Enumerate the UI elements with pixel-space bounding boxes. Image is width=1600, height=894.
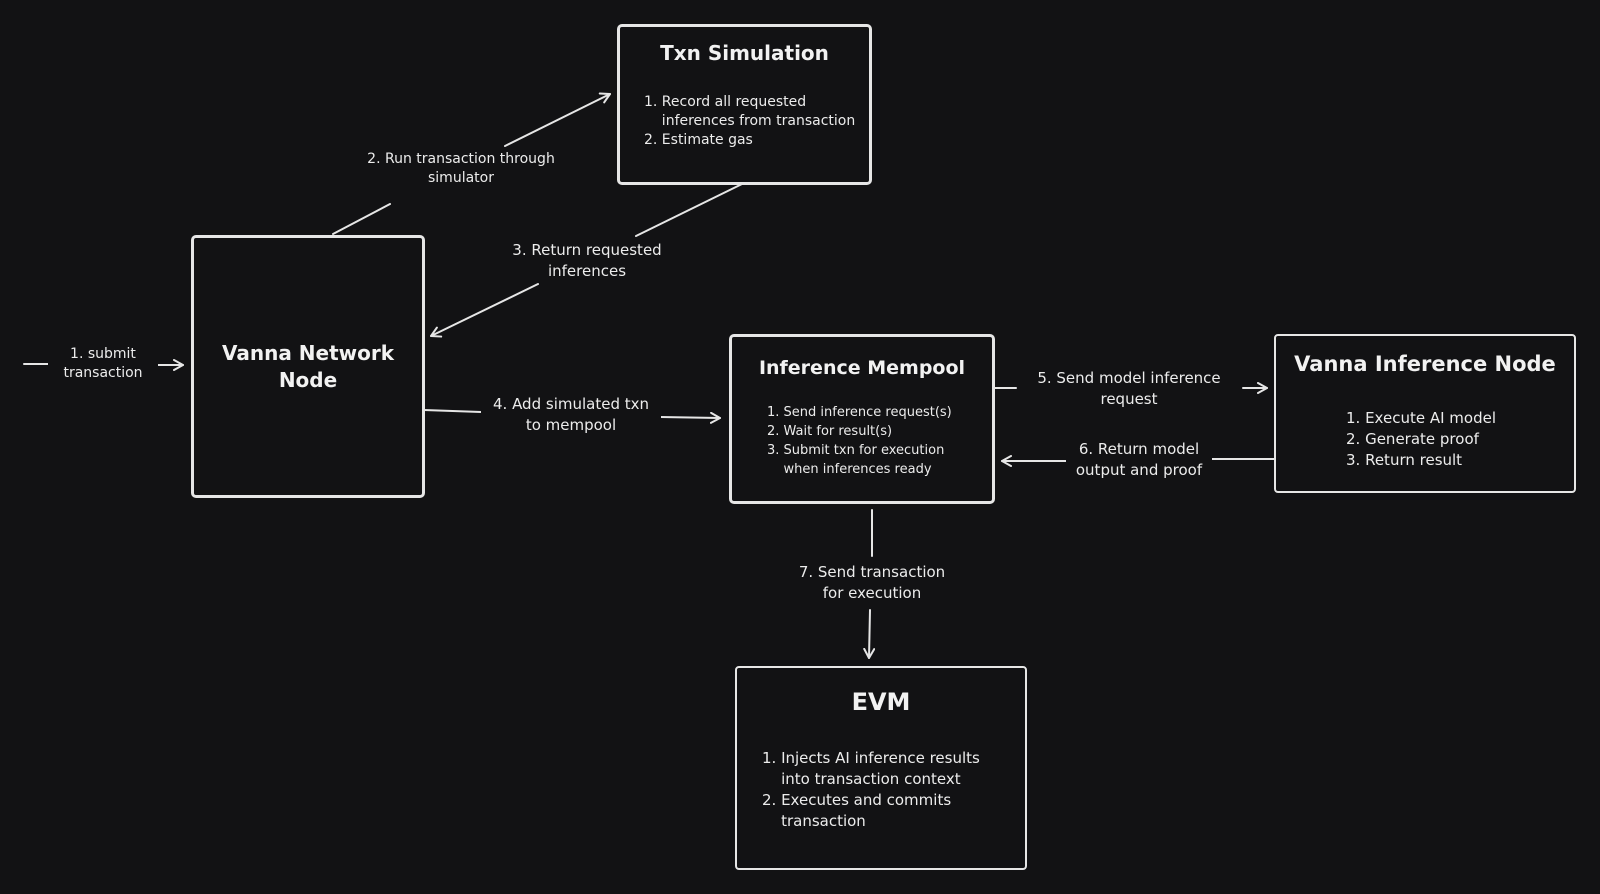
txn-simulation-box: Txn Simulation 1. Record all requested i… bbox=[617, 24, 872, 185]
edge-label-add-mempool: 4. Add simulated txn to mempool bbox=[481, 394, 661, 436]
list-item: 1. Send inference request(s) bbox=[767, 405, 952, 420]
list-item: 2. Generate proof bbox=[1346, 430, 1479, 448]
list-item: 2. Executes and commits transaction bbox=[762, 791, 952, 830]
list-item: 3. Submit txn for execution when inferen… bbox=[767, 443, 945, 477]
list-item: 1. Injects AI inference results into tra… bbox=[762, 749, 980, 788]
edge-run-sim-arrow bbox=[504, 92, 611, 147]
list-item: 2. Wait for result(s) bbox=[767, 424, 893, 439]
list-item: 3. Return result bbox=[1346, 451, 1463, 469]
txn-simulation-title: Txn Simulation bbox=[660, 41, 829, 65]
edge-return-inf-arrow bbox=[430, 283, 539, 338]
edge-return-inf-line-a bbox=[635, 183, 743, 237]
vanna-inference-node-box: Vanna Inference Node 1. Execute AI model… bbox=[1274, 334, 1576, 493]
vanna-inference-node-title: Vanna Inference Node bbox=[1294, 352, 1556, 376]
edge-label-run-sim: 2. Run transaction through simulator bbox=[346, 150, 576, 188]
vanna-network-node-box: Vanna Network Node bbox=[191, 235, 425, 498]
evm-title: EVM bbox=[851, 688, 911, 716]
edge-run-sim-line-a bbox=[332, 203, 391, 235]
evm-steps: 1. Injects AI inference results into tra… bbox=[762, 748, 980, 832]
txn-simulation-steps: 1. Record all requested inferences from … bbox=[644, 93, 855, 150]
edge-send-exec-arrow bbox=[863, 609, 876, 659]
edge-label-send-inference: 5. Send model inference request bbox=[1018, 368, 1240, 410]
vanna-inference-node-steps: 1. Execute AI model 2. Generate proof 3.… bbox=[1346, 408, 1496, 471]
edge-label-return-proof: 6. Return model output and proof bbox=[1066, 439, 1212, 481]
evm-box: EVM 1. Injects AI inference results into… bbox=[735, 666, 1027, 870]
edge-label-send-execution: 7. Send transaction for execution bbox=[783, 562, 961, 604]
list-item: 1. Execute AI model bbox=[1346, 409, 1496, 427]
inference-mempool-box: Inference Mempool 1. Send inference requ… bbox=[729, 334, 995, 504]
inference-mempool-steps: 1. Send inference request(s) 2. Wait for… bbox=[767, 403, 952, 479]
edge-add-mempool-line-a bbox=[423, 409, 482, 413]
inference-mempool-title: Inference Mempool bbox=[758, 357, 966, 379]
edge-label-submit: 1. submit transaction bbox=[48, 345, 158, 383]
edge-label-return-inferences: 3. Return requested inferences bbox=[494, 240, 680, 282]
list-item: 1. Record all requested inferences from … bbox=[644, 94, 856, 129]
list-item: 2. Estimate gas bbox=[644, 132, 753, 148]
vanna-network-node-title: Vanna Network Node bbox=[221, 341, 395, 392]
edge-add-mempool-arrow bbox=[659, 411, 721, 424]
